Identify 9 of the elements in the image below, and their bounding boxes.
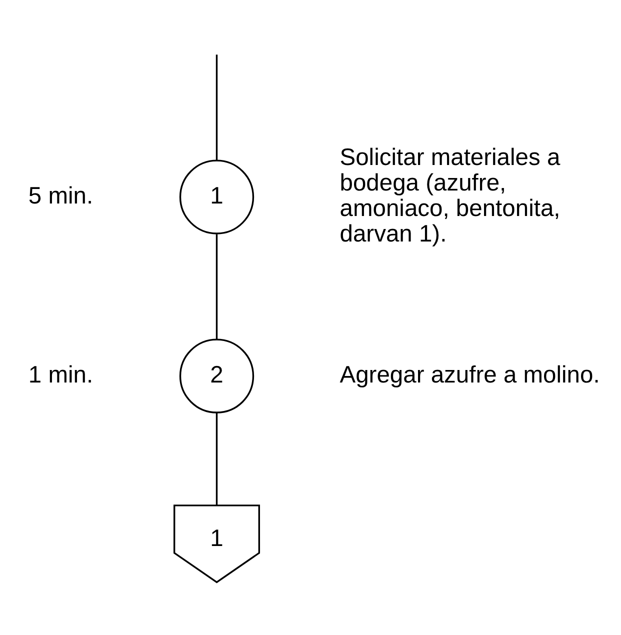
node-circle: 1 [179,160,254,234]
node-label: 1 min. [28,361,94,388]
node-label: Agregar azufre a molino. [340,361,600,388]
node-label: Solicitar materiales a bodega (azufre, amoniaco, bentonita, darvan 1). [340,144,560,248]
node-label: 5 min. [28,182,94,210]
connector [216,54,218,160]
connector [216,412,218,505]
node-circle: 2 [179,338,254,414]
connector [216,234,218,340]
